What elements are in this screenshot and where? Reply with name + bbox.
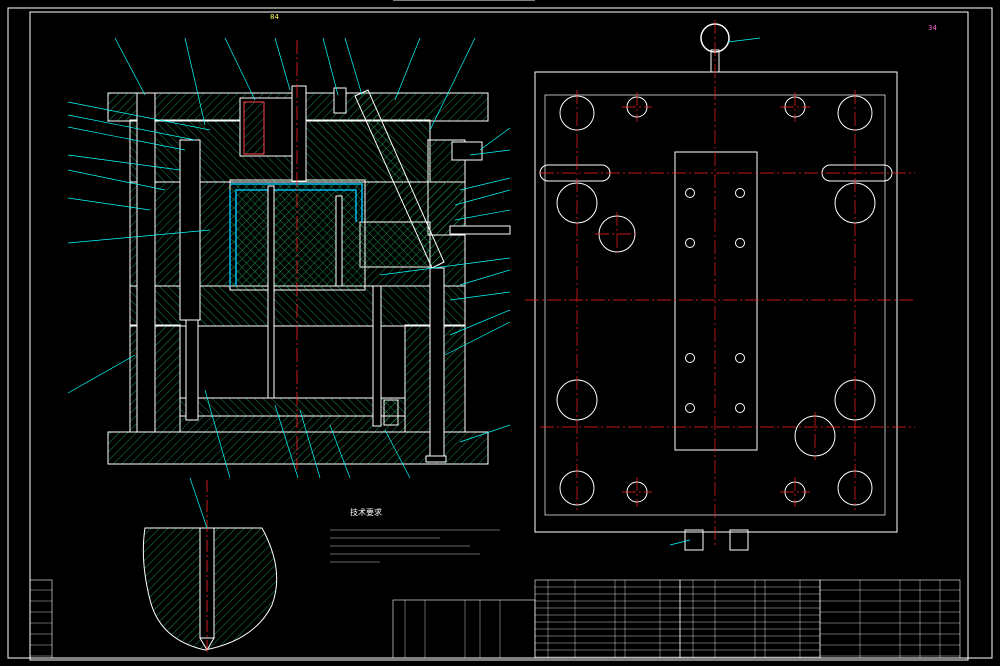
roughness-mark: 34: [928, 24, 937, 32]
ejector-pin-1: [267, 185, 275, 399]
guide-pillar-right: [429, 267, 445, 459]
guide-bush-left: [179, 139, 201, 321]
parts-list-section-1: [392, 599, 536, 659]
sprue-bushing: [291, 85, 307, 182]
parts-list-rows: [30, 0, 960, 658]
title-block: [819, 579, 961, 659]
plan-centerlines: [525, 20, 915, 545]
left-revision-block: [29, 579, 53, 659]
guide-pillar-left: [136, 92, 156, 433]
core-insert: [229, 179, 366, 291]
locating-ring-screw: [333, 87, 347, 114]
ejector-plate-lower: [179, 397, 406, 417]
spring-coil: [243, 101, 265, 155]
inner-border: [29, 11, 969, 661]
stop-pin: [383, 399, 399, 426]
ejector-holes: [685, 188, 745, 413]
detail-view-gate: [142, 477, 278, 655]
cooling-nipple-left: [684, 529, 704, 551]
ejector-pin-2: [335, 195, 343, 287]
parts-list: [29, 579, 961, 659]
plate-outline: [534, 71, 898, 533]
bolt-holes: [626, 96, 806, 503]
angle-pin: [354, 89, 445, 269]
return-pin-left: [185, 319, 199, 421]
plan-view: [525, 20, 915, 551]
ejector-plate-upper: [179, 415, 406, 433]
technical-notes: 技术要求: [330, 507, 500, 563]
bolt-head: [425, 455, 447, 463]
ejector-pin-3: [372, 285, 382, 427]
guide-holes: [556, 95, 876, 506]
leader-lines-left: [67, 37, 511, 479]
parts-list-section-3: [679, 579, 821, 659]
section-view: [107, 40, 511, 470]
side-bolt-lower: [449, 225, 511, 235]
side-bolt-upper: [451, 141, 483, 161]
top-mark: 84: [270, 13, 279, 21]
parts-list-section-2: [534, 579, 681, 659]
bottom-clamp-plate: [107, 431, 489, 465]
molded-part-outline: [229, 183, 363, 286]
notes-title: 技术要求: [350, 507, 382, 517]
ejector-plate-plan: [674, 151, 758, 451]
cooling-nipple-right: [729, 529, 749, 551]
